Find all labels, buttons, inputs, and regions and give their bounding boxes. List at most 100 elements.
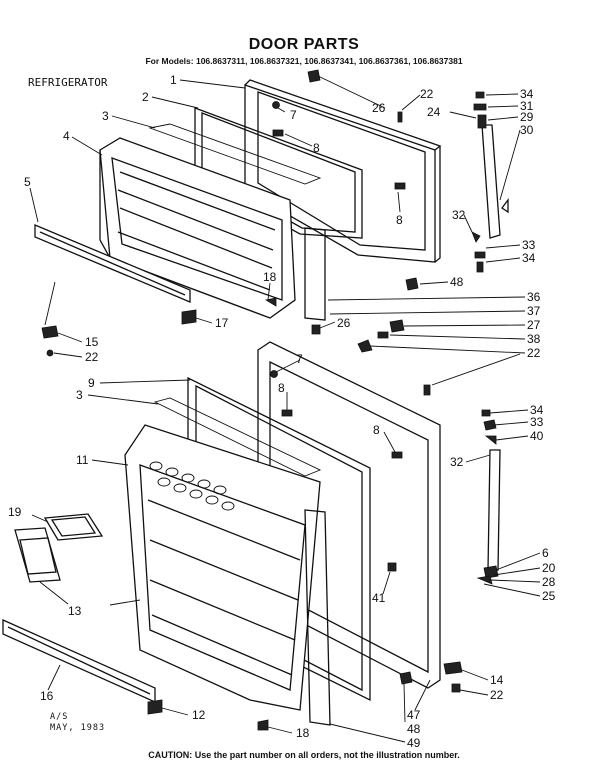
freezer-hinge-bar [481,124,509,239]
cap-screw [405,277,419,291]
freezer-handle-trim [34,224,191,303]
cap-screw [399,671,413,685]
callout: 15 [85,335,99,349]
hinge-pin [483,565,499,579]
callout: 34 [522,251,536,265]
callout: 8 [278,381,285,395]
egg-rack [149,461,235,511]
callout: 1 [170,73,177,87]
handle-end-cap [181,309,197,325]
clip-fastener [281,409,293,417]
callout: 4 [63,129,70,143]
callout: 11 [76,453,89,467]
fresh-food-hinge-bar [487,449,501,571]
screw [46,349,54,357]
callout: 7 [296,352,303,366]
callout: 41 [372,591,386,605]
callout: 26 [337,316,351,330]
section-label: REFRIGERATOR [28,76,108,89]
callout: 37 [527,304,541,318]
callout: 25 [542,589,556,603]
callout: 6 [542,546,549,560]
callout: 22 [490,688,504,702]
callout: 30 [520,123,534,137]
callout: 33 [522,238,536,252]
screw [481,409,491,417]
screw [451,683,461,693]
callout: 18 [263,270,277,284]
callout: 40 [530,429,544,443]
screw [257,719,269,731]
callout: 49 [407,736,421,750]
screw [377,331,389,339]
callout: 27 [527,318,541,332]
callout-numbers: 1 2 3 4 5 26 7 8 22 24 34 31 29 30 8 32 … [8,73,556,750]
callout: 28 [542,575,556,589]
fresh-food-handle-bar [304,509,331,726]
clip [389,319,405,333]
callout: 3 [102,109,109,123]
leader-lines [29,75,541,743]
spacer [477,114,487,129]
screw [397,111,403,123]
plug-button [264,297,277,307]
callout: 34 [520,87,534,101]
callout: 32 [452,208,466,222]
screw [475,91,485,99]
callout: 20 [542,561,556,575]
callout: 31 [520,99,534,113]
screw [423,384,431,396]
callout: 47 [407,708,421,722]
callout: 8 [313,141,320,155]
callout: 29 [520,110,534,124]
callout: 8 [373,423,380,437]
freezer-outer-door [244,79,442,263]
dairy-bin [14,527,61,583]
bushing [471,231,481,243]
callout: 3 [76,388,83,402]
washer [474,251,486,259]
fresh-food-handle-trim [2,618,156,704]
callout: 38 [527,332,541,346]
plug-button [387,562,397,572]
bottom-hinge [443,661,463,675]
date-code: A/S [50,712,69,722]
cap-screw [311,324,321,335]
callout: 48 [407,722,421,736]
stop [357,339,373,353]
handle-end-cap [41,325,59,339]
callout: 24 [427,105,441,119]
callout: 32 [450,455,464,469]
plug-button [270,370,278,378]
callout: 19 [8,505,22,519]
callout: 34 [530,403,544,417]
washer [476,575,493,585]
callout: 26 [372,101,386,115]
callout: 22 [420,87,434,101]
cap-screw [307,69,321,83]
callout: 48 [450,275,464,289]
handle-end-cap [147,699,163,715]
callout: 5 [24,175,31,189]
callout: 18 [296,726,310,740]
clip-fastener [394,182,406,190]
callout: 33 [530,415,544,429]
callout: 36 [527,290,541,304]
fresh-food-inner-liner [124,424,321,711]
washer [473,103,487,111]
freezer-breaker-strip [148,123,322,185]
clip-fastener [272,129,284,137]
callout: 17 [215,316,229,330]
callout: 7 [290,108,297,122]
model-list: For Models: 106.8637311, 106.8637321, 10… [145,56,463,66]
callout: 22 [527,346,541,360]
freezer-handle-bar [304,227,326,321]
caution-note: CAUTION: Use the part number on all orde… [148,750,460,760]
page-title: DOOR PARTS [248,36,360,53]
callout: 12 [192,708,206,722]
washer [484,435,497,445]
date-line: MAY, 1983 [50,723,106,733]
callout: 9 [88,376,95,390]
callout: 8 [396,213,403,227]
